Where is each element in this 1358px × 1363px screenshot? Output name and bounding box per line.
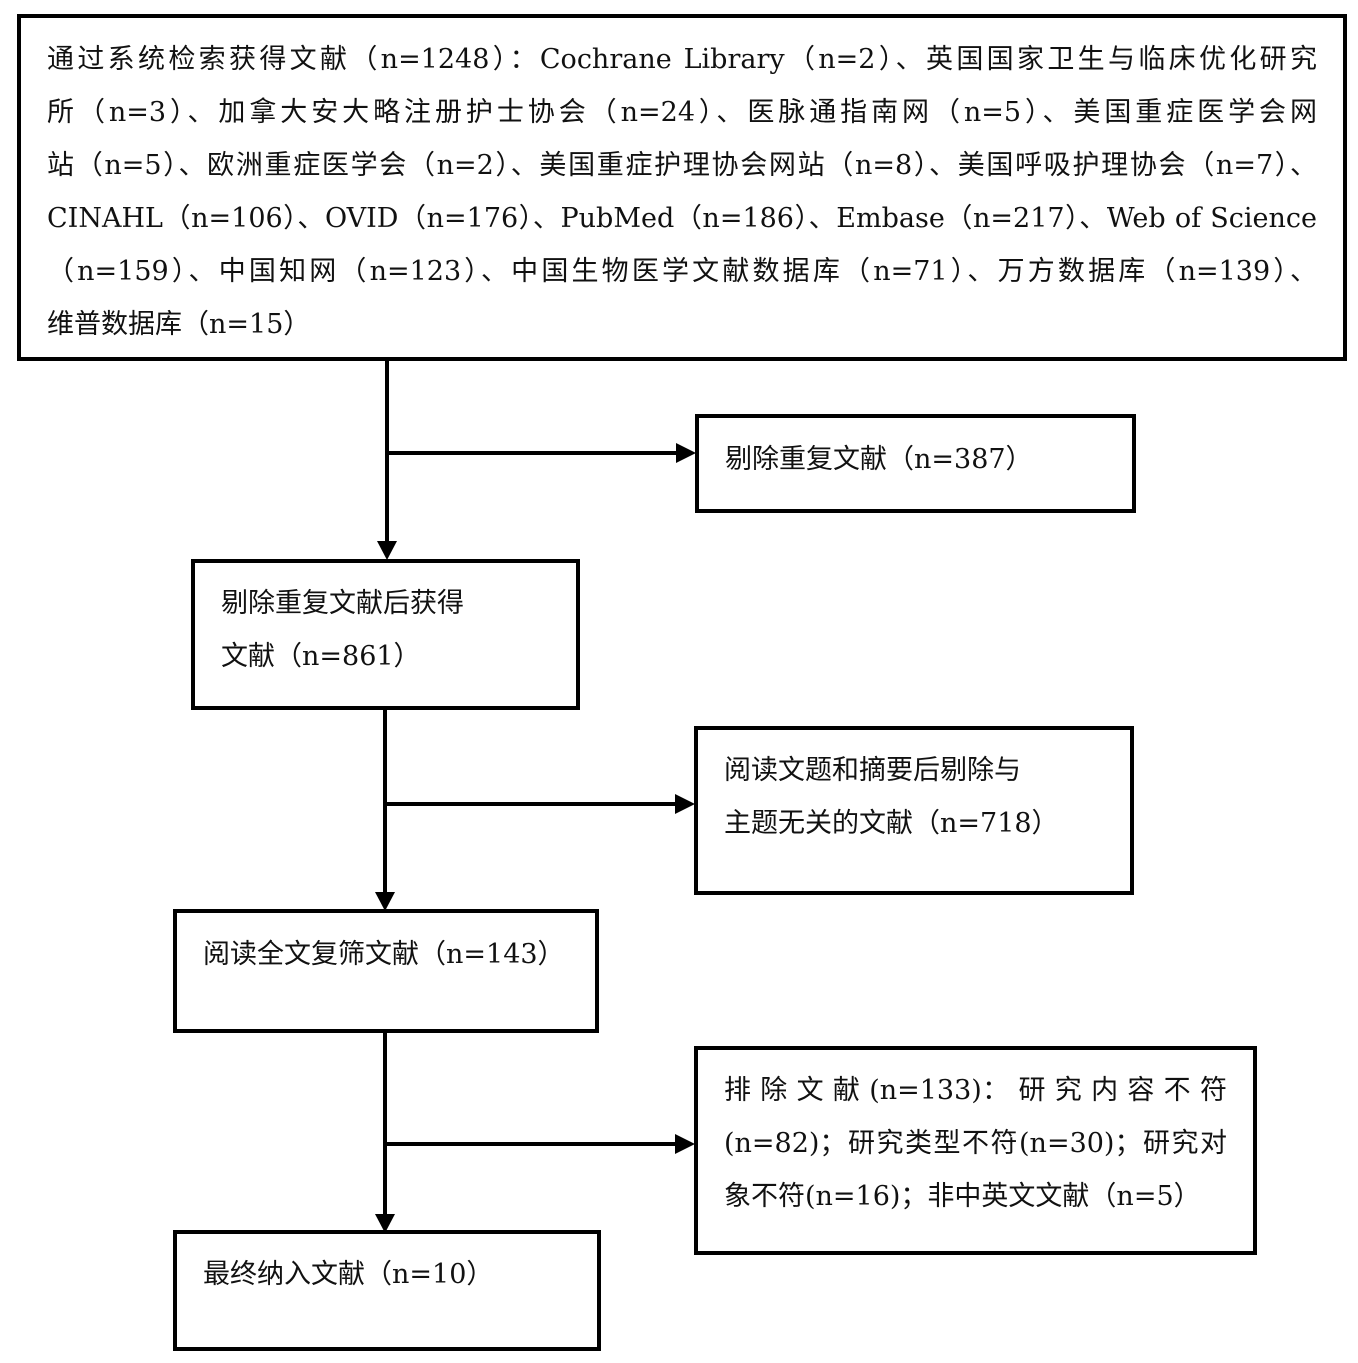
text-line: CINAHL（n=106）、OVID（n=176）、PubMed（n=186）、… [47, 203, 1317, 234]
text-line: 维普数据库（n=15） [47, 309, 311, 340]
arrowhead-dedup-to-fulltext [375, 892, 395, 911]
text-line: 剔除重复文献后获得 [221, 588, 464, 619]
text-line: 排 除 文 献 (n=133)： 研 究 内 容 不 符 [724, 1075, 1227, 1106]
text-line: 剔除重复文献（n=387） [725, 444, 1033, 475]
duplicates-removed-box [695, 414, 1136, 513]
title-abstract-excluded-box [694, 726, 1134, 895]
final-included-box [173, 1230, 601, 1351]
text-line: （n=159）、中国知网（n=123）、中国生物医学文献数据库（n=71）、万方… [47, 256, 1317, 287]
text-line: (n=82)；研究类型不符(n=30)；研究对 [724, 1128, 1227, 1159]
after-dedup-text: 剔除重复文献后获得文献（n=861） [221, 577, 464, 683]
text-line: 通过系统检索获得文献（n=1248）：Cochrane Library（n=2）… [47, 44, 1317, 75]
arrowhead-fulltext-excluded [675, 1134, 695, 1154]
text-line: 阅读文题和摘要后剔除与 [724, 755, 1021, 786]
search-results-text: 通过系统检索获得文献（n=1248）：Cochrane Library（n=2）… [47, 33, 1317, 351]
fulltext-screen-box [173, 909, 599, 1033]
text-line: 象不符(n=16)；非中英文文献（n=5） [724, 1181, 1201, 1212]
arrowhead-search-to-dedup [377, 541, 397, 560]
fulltext-excluded-box [694, 1046, 1257, 1255]
text-line: 最终纳入文献（n=10） [203, 1259, 494, 1290]
text-line: 阅读全文复筛文献（n=143） [203, 939, 565, 970]
arrowhead-title-abstract-excluded [675, 794, 695, 814]
text-line: 站（n=5）、欧洲重症医学会（n=2）、美国重症护理协会网站（n=8）、美国呼吸… [47, 150, 1317, 181]
text-line: 所（n=3）、加拿大安大略注册护士协会（n=24）、医脉通指南网（n=5）、美国… [47, 97, 1317, 128]
final-included-text: 最终纳入文献（n=10） [203, 1248, 493, 1301]
fulltext-excluded-text: 排 除 文 献 (n=133)： 研 究 内 容 不 符 (n=82)；研究类型不… [724, 1064, 1227, 1223]
arrowhead-fulltext-to-final [375, 1214, 395, 1233]
text-line: 文献（n=861） [221, 641, 421, 672]
text-line: 主题无关的文献（n=718） [724, 808, 1059, 839]
search-results-box [17, 14, 1347, 361]
after-dedup-box [191, 559, 580, 710]
duplicates-removed-text: 剔除重复文献（n=387） [725, 433, 1033, 486]
title-abstract-excluded-text: 阅读文题和摘要后剔除与主题无关的文献（n=718） [724, 744, 1059, 850]
arrowhead-duplicates-removed [676, 443, 696, 463]
fulltext-screen-text: 阅读全文复筛文献（n=143） [203, 928, 565, 981]
